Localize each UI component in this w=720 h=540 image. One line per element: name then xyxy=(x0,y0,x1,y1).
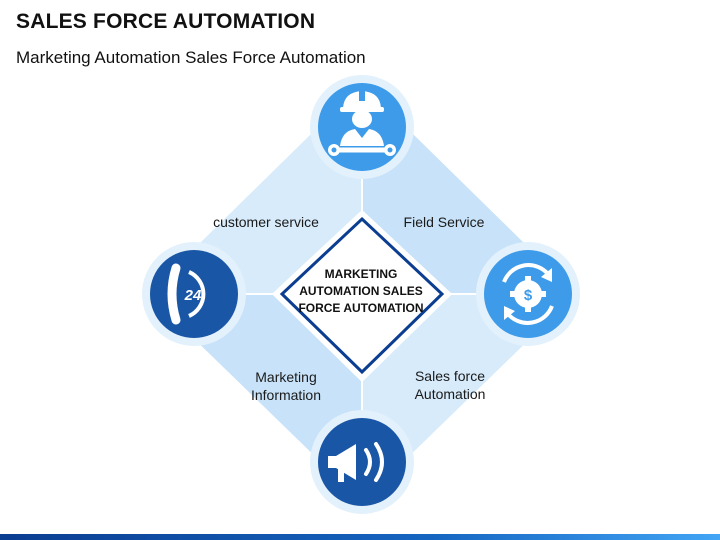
label-field-service: Field Service xyxy=(384,213,504,231)
quadrant-top-right xyxy=(362,84,576,294)
phone-24-icon: 24 xyxy=(167,263,206,325)
footer-accent-bar xyxy=(0,534,720,540)
megaphone-icon xyxy=(328,442,384,482)
center-diamond xyxy=(279,216,445,375)
gear-dollar-text: $ xyxy=(524,287,533,304)
label-line: Marketing xyxy=(255,369,317,385)
slide-title: SALES FORCE AUTOMATION xyxy=(16,10,316,33)
label-line: Sales force xyxy=(414,368,486,384)
technician-icon xyxy=(328,91,396,156)
quadrant-bottom-right xyxy=(362,294,576,502)
quadrant-top-left xyxy=(148,84,362,294)
center-label: MARKETING AUTOMATION SALES FORCE AUTOMAT… xyxy=(290,266,432,317)
dollar-gear-cycle-icon: $ xyxy=(502,263,554,325)
label-sales-force-automation: Sales force Automation xyxy=(392,367,508,403)
center-line: MARKETING xyxy=(324,267,398,281)
label-customer-service: customer service xyxy=(196,213,336,231)
center-line: FORCE AUTOMATION xyxy=(298,301,424,315)
label-line: Automation xyxy=(414,386,486,402)
label-line: Field Service xyxy=(403,214,485,230)
center-line: AUTOMATION SALES xyxy=(299,284,423,298)
label-line: Information xyxy=(250,387,322,403)
phone-badge-text: 24 xyxy=(184,287,202,304)
bottom-circle xyxy=(318,418,406,506)
label-line: customer service xyxy=(213,214,319,230)
label-marketing-information: Marketing Information xyxy=(228,368,344,404)
slide-subtitle: Marketing Automation Sales Force Automat… xyxy=(16,48,366,67)
quadrant-bottom-left xyxy=(148,294,362,502)
